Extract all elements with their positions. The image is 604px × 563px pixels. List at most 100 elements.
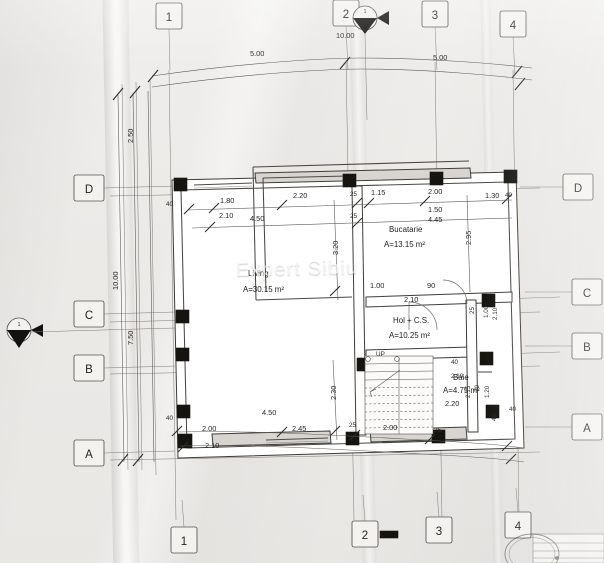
room-area-bucatarie: A=13.15 m² [384, 240, 425, 249]
grid-bubble-left-B[interactable]: B [73, 354, 176, 382]
grid-bubble-bottom-2[interactable]: 2 [351, 494, 399, 548]
dim-2nd-2-10: 2.10 [219, 211, 233, 220]
stair-direction-label: UP [376, 351, 385, 358]
grid-bubble-left-C[interactable]: C [73, 300, 176, 328]
staircase: UP [364, 351, 434, 435]
dimension-interior: 3.20 1.00 90 2.10 2.95 2.30 1.00 2.10 40… [329, 194, 499, 441]
room-name-hol: Hol + C.S. [393, 316, 429, 325]
dim-int-1-00-b: 1.00 [483, 305, 490, 318]
grid-label-left-A: A [85, 449, 93, 461]
grid-bubble-right-C[interactable]: C [525, 278, 603, 306]
section-marker-left-number: 1 [18, 322, 21, 328]
room-labels: Living A=30.15 m² Bucatarie A=13.15 m² H… [243, 225, 480, 395]
grid-label-right-C: C [583, 288, 591, 300]
room-label-hol-cs: Hol + C.S. A=10.25 m² [389, 316, 430, 340]
grid-label-top-4: 4 [510, 20, 517, 32]
dim-int-25-a: 25 [469, 306, 476, 314]
room-name-living: Living [248, 269, 269, 278]
dim-int-2-10: 2.10 [404, 295, 418, 304]
grid-label-bottom-2: 2 [362, 530, 368, 542]
dim-bot-40-v: 40 [491, 413, 498, 421]
dim-bot-40-left: 40 [166, 415, 174, 422]
dim-top-1-30: 1.30 [485, 191, 499, 200]
room-label-living: Living A=30.15 m² [243, 269, 284, 294]
dim-top-40-left: 40 [166, 201, 174, 208]
dim-2nd-25: 25 [350, 213, 358, 220]
room-area-hol: A=10.25 m² [389, 331, 430, 340]
room-label-baie: Baie A=4.75 m² [443, 373, 480, 395]
dim-int-40-a: 40 [451, 359, 459, 366]
dim-2nd-4-45: 4.45 [428, 215, 442, 224]
grid-label-right-D: D [574, 183, 582, 195]
dim-int-2-10-c: 2.10 [451, 373, 464, 380]
grid-bubbles-bottom: 1 2 3 4 [170, 487, 532, 554]
dim-int-70: 70 [474, 384, 481, 392]
dim-bot-2-20: 2.20 [445, 399, 459, 408]
dim-top-10-00: 10.00 [336, 31, 355, 40]
grid-label-bottom-1: 1 [181, 536, 187, 548]
room-label-bucatarie: Bucatarie A=13.15 m² [384, 225, 425, 249]
dim-int-1-00: 1.00 [370, 281, 384, 290]
grid-bubble-right-A[interactable]: A [525, 413, 603, 441]
approval-stamp [504, 533, 560, 563]
grid-label-bottom-3: 3 [436, 526, 442, 538]
dim-int-90: 90 [427, 281, 435, 290]
dim-bot-25-b: 25 [434, 427, 442, 434]
section-marker-left[interactable]: 1 A108 [6, 317, 176, 348]
dim-int-2-15: 2.15 [465, 385, 472, 398]
dim-top-25: 25 [350, 191, 358, 198]
grid-bubbles-right: D C B A [520, 173, 603, 441]
dim-top-5-00-right: 5.00 [433, 53, 447, 62]
grid-label-top-1: 1 [166, 12, 172, 24]
dimension-chain-top: 5.00 5.00 10.00 [147, 31, 533, 91]
grid-bubbles-left: D C B A [73, 174, 176, 467]
dim-bot-2-00-a: 2.00 [202, 424, 216, 433]
dim-left-7-50: 7.50 [126, 331, 135, 345]
room-area-living: A=30.15 m² [243, 285, 284, 294]
grid-bubble-bottom-1[interactable]: 1 [170, 499, 198, 554]
dimension-chain-left: 10.00 7.50 2.50 [111, 85, 155, 467]
grid-label-top-2: 2 [343, 9, 349, 21]
room-name-bucatarie: Bucatarie [389, 225, 423, 234]
grid-bubble-top-3[interactable]: 3 [421, 0, 449, 71]
dim-bot-2-00-b: 2.00 [383, 423, 397, 432]
building-walls [171, 160, 525, 459]
grid-bubble-right-B[interactable]: B [525, 332, 603, 360]
title-block-fragment [532, 533, 604, 563]
dim-bot-2-45: 2.45 [292, 424, 306, 433]
dim-int-2-10-b: 2.10 [492, 307, 499, 320]
section-marker-top[interactable]: 1 A108 [352, 5, 389, 121]
grid-bubble-top-1[interactable]: 1 [155, 2, 183, 71]
grid-bubble-bottom-3[interactable]: 3 [425, 491, 453, 544]
dimension-chain-bottom: 40 4.50 2.00 2.45 25 2.00 25 2.20 40 2.1… [166, 399, 525, 465]
grid-bubble-bottom-4[interactable]: 4 [504, 487, 532, 539]
dim-top-2-00: 2.00 [428, 187, 442, 196]
dim-bot-25-a: 25 [349, 422, 357, 429]
dim-top-5-00-left: 5.00 [250, 49, 264, 58]
grid-bubble-left-D[interactable]: D [73, 174, 176, 202]
windows [193, 182, 492, 444]
dim-2nd-4-50: 4.50 [250, 214, 264, 223]
grid-label-left-B: B [85, 364, 93, 376]
room-area-baie: A=4.75 m² [443, 386, 480, 395]
dim-2nd-1-50: 1.50 [428, 205, 442, 214]
grid-bubble-right-D[interactable]: D [520, 173, 594, 201]
grid-label-right-A: A [583, 423, 591, 435]
dim-top-2-20: 2.20 [293, 191, 307, 200]
grid-label-right-B: B [583, 342, 591, 354]
dim-int-3-20: 3.20 [331, 241, 340, 255]
grid-bubble-left-A[interactable]: A [73, 439, 176, 467]
dim-top-1-80: 1.80 [220, 196, 234, 205]
dim-int-2-30: 2.30 [329, 386, 338, 400]
dim-bot-4-50: 4.50 [262, 408, 276, 417]
dim-bot-40-right: 40 [509, 406, 517, 413]
dim-bot-2-10: 2.10 [205, 441, 219, 450]
grid-bubble-top-4[interactable]: 4 [499, 10, 527, 76]
grid-label-left-D: D [85, 184, 93, 196]
structural-columns [173, 169, 518, 449]
dimension-row-top: 40 1.80 2.20 25 1.15 2.00 1.30 40 2.10 4… [166, 187, 513, 233]
dim-int-1-20: 1.20 [484, 385, 491, 398]
dim-left-2-50: 2.50 [126, 129, 135, 143]
